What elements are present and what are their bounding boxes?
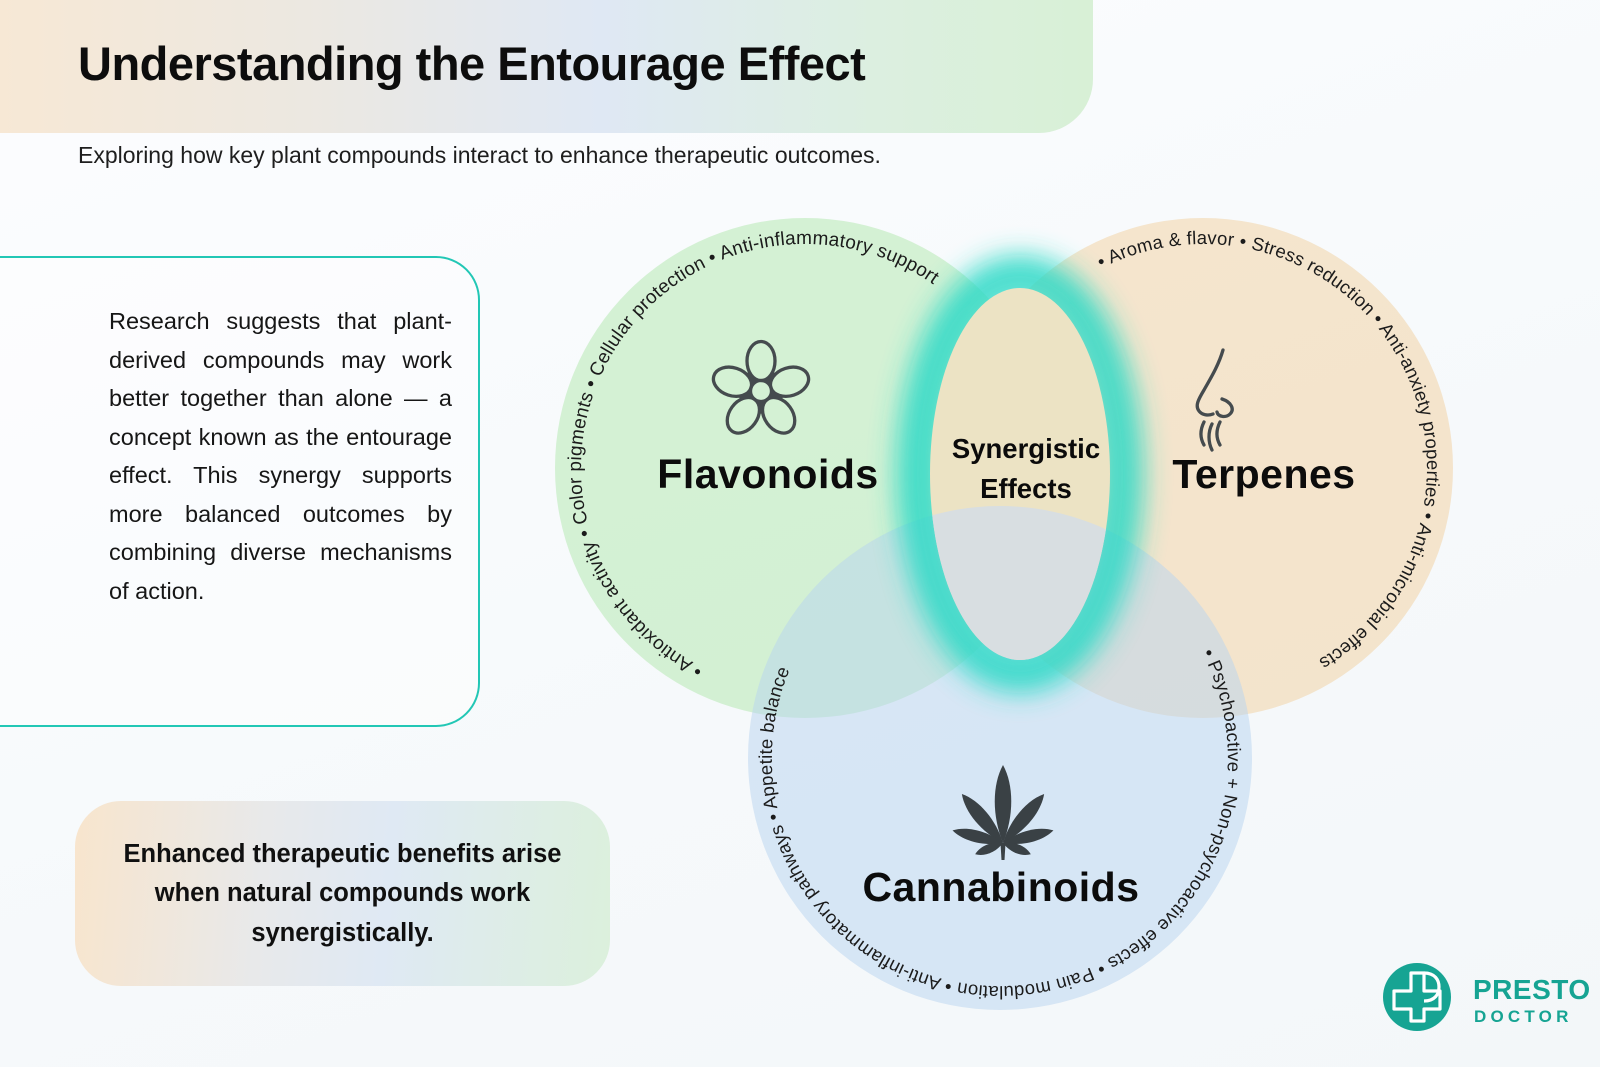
flavonoids-label: Flavonoids	[657, 451, 878, 497]
logo-brand-text: PRESTO	[1473, 974, 1591, 1005]
header-gradient-band	[0, 0, 1093, 133]
cannabis-leaf-icon	[952, 765, 1054, 860]
terpenes-label: Terpenes	[1172, 451, 1355, 497]
cannabinoids-label: Cannabinoids	[862, 864, 1139, 910]
flower-icon	[711, 339, 811, 435]
synergistic-effects-label-line2: Effects	[980, 473, 1072, 504]
benefit-highlight-text: Enhanced therapeutic benefits arise when…	[123, 840, 562, 947]
center-glow-inner	[915, 273, 1125, 675]
benefit-highlight-box: Enhanced therapeutic benefits arise when…	[75, 801, 610, 986]
logo-sub-text: DOCTOR	[1474, 1007, 1573, 1026]
page-subtitle: Exploring how key plant compounds intera…	[78, 142, 881, 168]
nose-icon	[1195, 348, 1234, 452]
presto-doctor-logo: PRESTO DOCTOR	[1383, 963, 1591, 1031]
presto-cross-icon	[1383, 963, 1451, 1031]
cannabinoids-circle	[748, 506, 1252, 1010]
research-info-text: Research suggests that plant-derived com…	[109, 308, 452, 604]
page-title: Understanding the Entourage Effect	[78, 37, 866, 90]
research-info-box: Research suggests that plant-derived com…	[0, 256, 480, 727]
synergistic-effects-label-line1: Synergistic	[952, 433, 1100, 464]
